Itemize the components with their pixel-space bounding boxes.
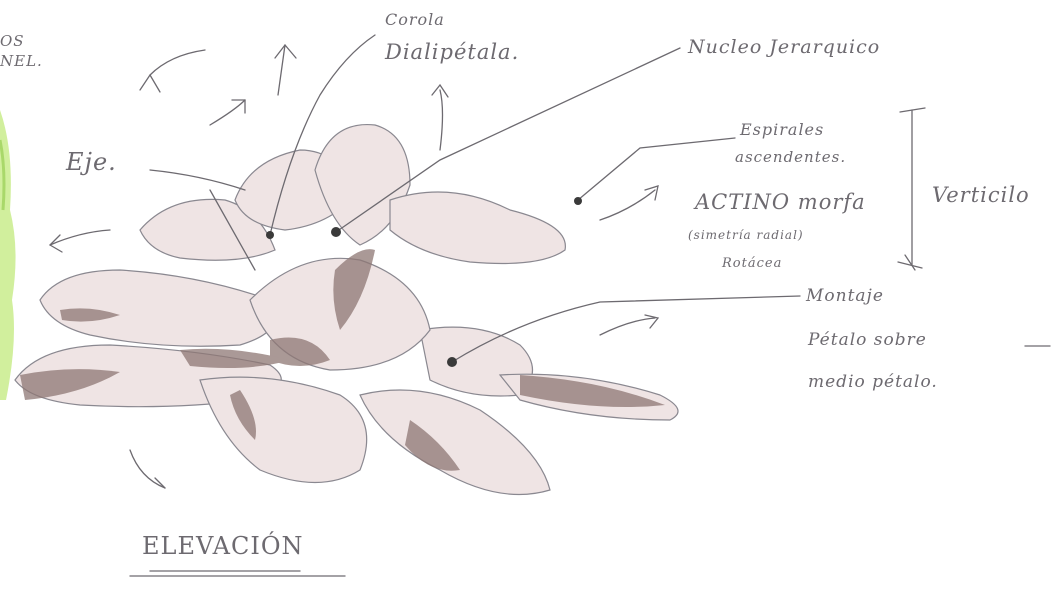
label-espirales: Espirales <box>740 120 824 139</box>
label-nucleo-jerarquico: Nucleo Jerarquico <box>688 36 880 58</box>
label-corola: Corola <box>385 10 445 29</box>
label-medio-petalo: medio pétalo. <box>808 372 938 392</box>
label-rotacea: Rotácea <box>722 256 782 271</box>
label-petalo-sobre: Pétalo sobre <box>808 330 927 350</box>
corner-label-top: OS <box>0 32 25 50</box>
corner-label-bottom: NEL. <box>0 52 43 70</box>
label-montaje: Montaje <box>806 286 884 306</box>
label-actinomorfa: ACTINO morfa <box>695 190 866 214</box>
label-verticilo: Verticilo <box>932 183 1030 207</box>
label-dialipetala: Dialipétala. <box>385 40 519 64</box>
label-ascendentes: ascendentes. <box>735 148 846 166</box>
label-elevacion: ELEVACIÓN <box>142 532 304 560</box>
label-eje: Eje. <box>66 148 117 176</box>
label-simetria: (simetría radial) <box>688 228 804 242</box>
